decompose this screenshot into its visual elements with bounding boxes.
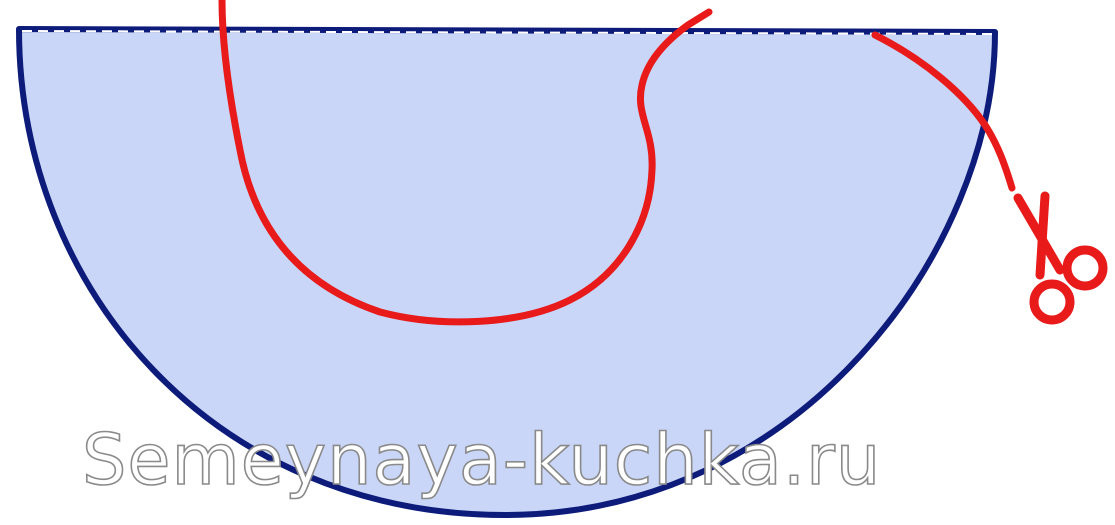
scissors-icon bbox=[1013, 191, 1108, 325]
cut-line-curve bbox=[218, 0, 713, 326]
half-circle-fabric bbox=[16, 26, 998, 518]
fold-line bbox=[21, 30, 993, 35]
cut-line-to-scissors bbox=[871, 31, 1016, 192]
watermark-text: Semeynaya-kuchka.ru bbox=[82, 419, 881, 501]
